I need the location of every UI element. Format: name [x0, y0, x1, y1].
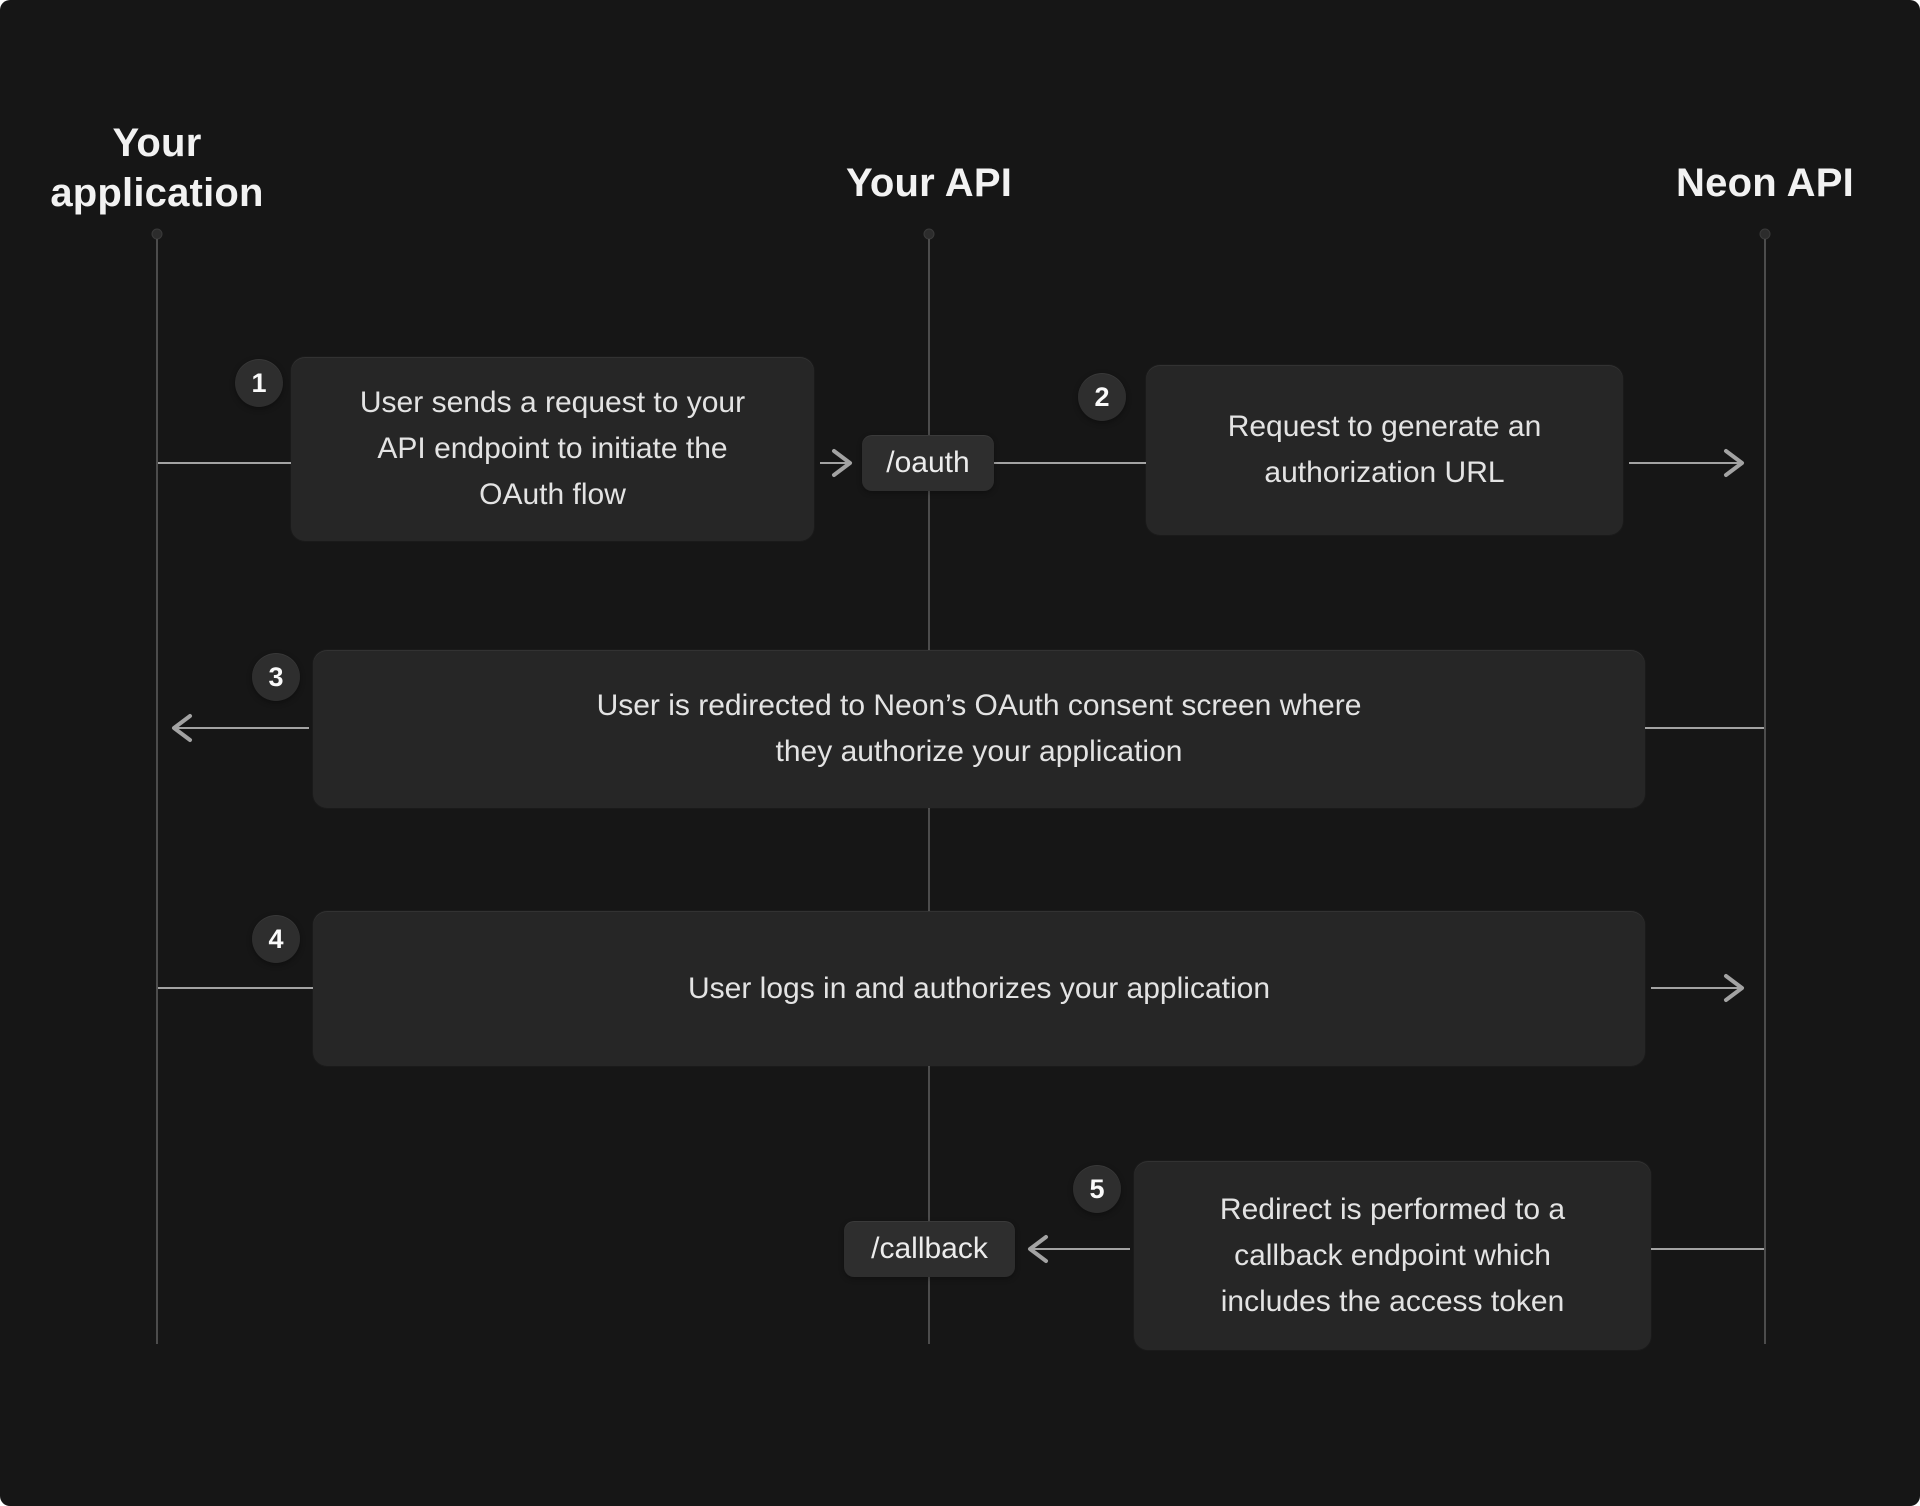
step-3-text-line: they authorize your application — [775, 735, 1183, 768]
step-1-text-line: OAuth flow — [479, 478, 626, 511]
step-5-text-line: includes the access token — [1220, 1284, 1565, 1318]
step-4-number-badge: 4 — [252, 915, 300, 963]
step-2-text-line: Request to generate an — [1227, 410, 1542, 443]
step-3-number-badge: 3 — [252, 653, 300, 701]
step-4-box: User logs in and authorizes your applica… — [313, 911, 1645, 1066]
step-2-box: Request to generate an authorization URL — [1146, 365, 1623, 535]
lifeline-your-application — [151, 228, 163, 1344]
step-1-text-line: API endpoint to initiate the — [377, 432, 728, 465]
step-1-box: User sends a request to your API endpoin… — [291, 357, 814, 541]
step-3-box: User is redirected to Neon’s OAuth conse… — [313, 650, 1645, 808]
step-5-text-line: Redirect is performed to a — [1219, 1192, 1566, 1226]
callback-endpoint-badge: /callback — [844, 1221, 1015, 1277]
step-3-text-line: User is redirected to Neon’s OAuth conse… — [596, 689, 1362, 722]
lifeline-neon-api — [1759, 228, 1771, 1344]
step-4-text-line: User logs in and authorizes your applica… — [688, 971, 1270, 1005]
step-5-text-line: callback endpoint which — [1234, 1238, 1551, 1272]
step-2-number-badge: 2 — [1078, 373, 1126, 421]
lane-title-your-application: Your application — [50, 121, 264, 215]
step-5-box: Redirect is performed to a callback endp… — [1134, 1161, 1651, 1350]
step-1-text-line: User sends a request to your — [359, 386, 746, 419]
step-5-number-badge: 5 — [1073, 1165, 1121, 1213]
step-2-text-line: authorization URL — [1264, 456, 1505, 489]
lane-title-your-api: Your API — [845, 161, 1013, 205]
step-1-number-badge: 1 — [235, 359, 283, 407]
lane-title-neon-api: Neon API — [1676, 161, 1854, 205]
oauth-endpoint-badge: /oauth — [862, 435, 994, 491]
